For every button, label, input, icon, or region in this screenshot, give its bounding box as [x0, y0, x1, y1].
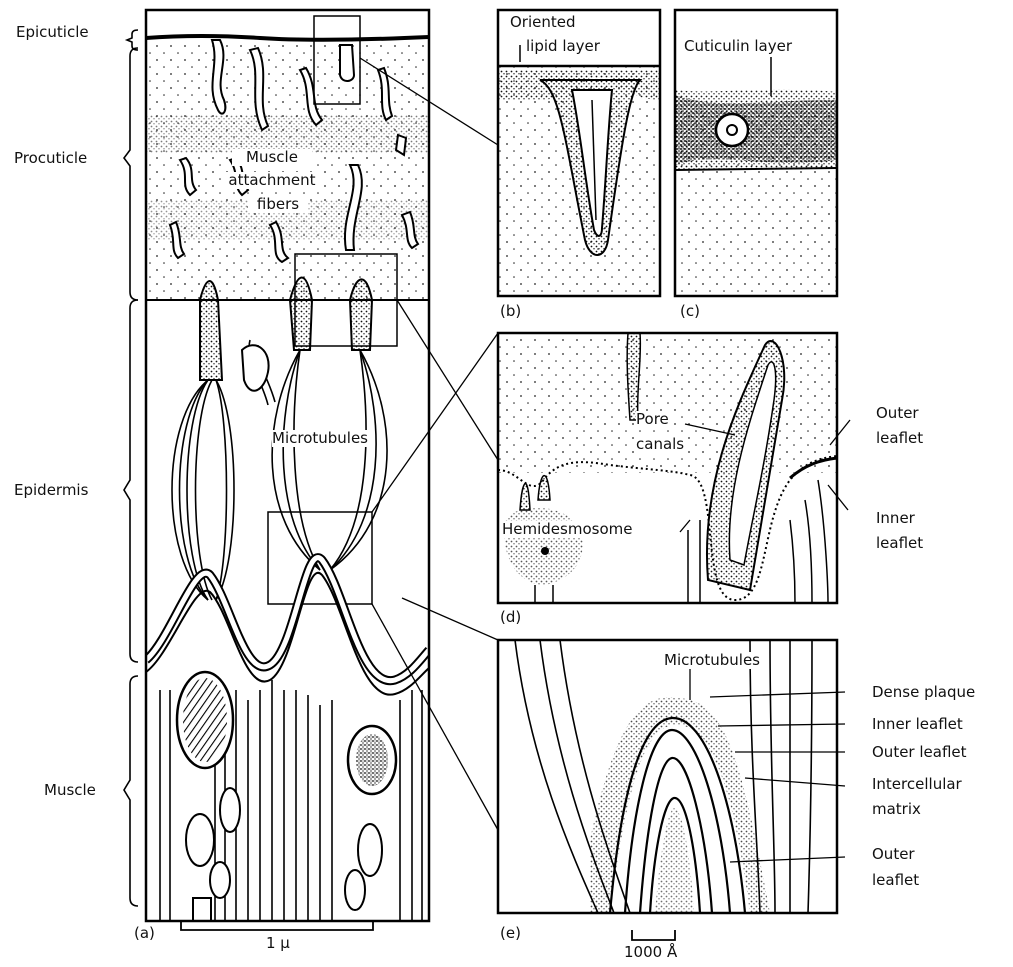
inner-leaflet-e-label: Inner leaflet — [872, 716, 963, 733]
muscle-fibers-label-3: fibers — [248, 196, 308, 213]
panel-e-letter: (e) — [500, 925, 521, 942]
muscle-fibers-label-1: Muscle — [232, 149, 312, 166]
outer-leaflet-e2-label-1: Outer — [872, 846, 915, 863]
inner-leaflet-d-label-2: leaflet — [876, 535, 923, 552]
intercellular-label: Intercellular — [872, 776, 962, 793]
scale-1000A-label: 1000 Å — [624, 944, 677, 961]
matrix-label: matrix — [872, 801, 921, 818]
microtubules-e-label: Microtubules — [664, 652, 760, 669]
panel-a-letter: (a) — [134, 925, 155, 942]
panel-e — [498, 640, 837, 913]
pore-label: Pore — [636, 411, 669, 428]
canals-label: canals — [636, 436, 684, 453]
muscle-label: Muscle — [44, 782, 96, 799]
epicuticle-label: Epicuticle — [16, 24, 89, 41]
panel-b-letter: (b) — [500, 303, 521, 320]
outer-leaflet-e2-label-2: leaflet — [872, 872, 919, 889]
panel-d-letter: (d) — [500, 609, 521, 626]
outer-leaflet-d-label-1: Outer — [876, 405, 919, 422]
epidermis-label: Epidermis — [14, 482, 88, 499]
outer-leaflet-d-label-2: leaflet — [876, 430, 923, 447]
scale-1um-label: 1 μ — [266, 935, 290, 952]
outer-leaflet-e-label: Outer leaflet — [872, 744, 967, 761]
panel-c-letter: (c) — [680, 303, 700, 320]
layer-braces — [124, 30, 138, 906]
cuticulin-layer-label: Cuticulin layer — [684, 38, 792, 55]
panel-a — [146, 10, 429, 921]
oriented-label: Oriented — [510, 14, 576, 31]
inner-leaflet-d-label-1: Inner — [876, 510, 915, 527]
hemidesmosome-label: Hemidesmosome — [502, 521, 632, 538]
scale-bar-1000A — [632, 930, 675, 940]
muscle-fibers-label-2: attachment — [222, 172, 322, 189]
microtubules-label: Microtubules — [272, 430, 368, 447]
dense-plaque-label: Dense plaque — [872, 684, 975, 701]
lipid-layer-label: lipid layer — [526, 38, 600, 55]
procuticle-label: Procuticle — [14, 150, 87, 167]
panel-d — [498, 333, 837, 603]
